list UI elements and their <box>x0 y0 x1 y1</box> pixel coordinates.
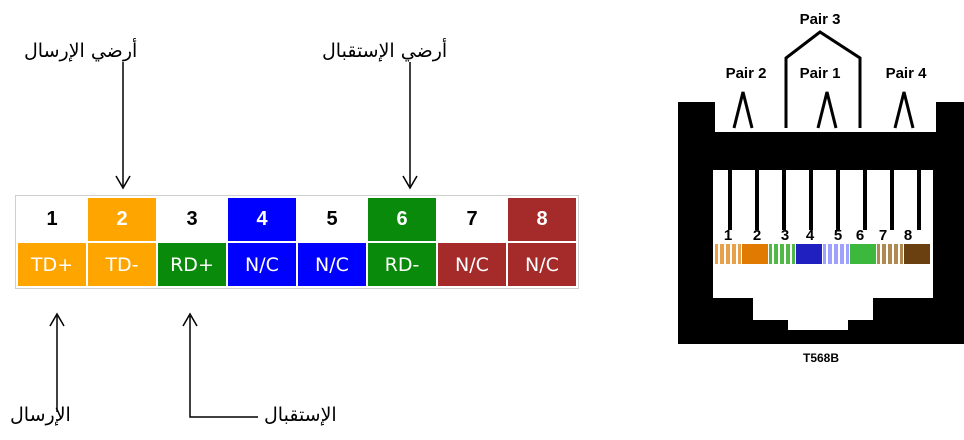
pin-signal-row: TD+ TD- RD+ N/C N/C RD- N/C N/C <box>18 243 576 286</box>
connector-lower-slot <box>788 316 848 330</box>
rj45-connector: Pair 3 Pair 2 Pair 1 Pair 4 1 2 <box>678 11 964 365</box>
pair-1-label: Pair 1 <box>800 65 841 82</box>
pin-number-cell: 2 <box>88 198 156 241</box>
pair-3-label: Pair 3 <box>800 11 841 28</box>
transmit-label: الإرسال <box>10 404 71 426</box>
pin-number-cell: 1 <box>18 198 86 241</box>
pair-2-label: Pair 2 <box>726 65 767 82</box>
connector-cavity <box>713 170 933 298</box>
wire-stripe <box>832 244 834 264</box>
connector-pin-number: 6 <box>856 227 864 244</box>
wire-stripe <box>826 244 828 264</box>
standard-label: T568B <box>803 351 839 365</box>
wire-stripe <box>736 244 738 264</box>
receive-ground-arrowhead <box>402 175 418 190</box>
receive-arrow <box>189 316 258 418</box>
connector-pin-number: 5 <box>834 227 842 244</box>
wire-stripe <box>886 244 888 264</box>
transmit-arrowhead <box>49 312 65 327</box>
receive-arrowhead <box>182 312 198 327</box>
pin-number-row: 1 2 3 4 5 6 7 8 <box>18 198 576 241</box>
arrows-layer <box>49 62 418 418</box>
wire-color-segment <box>769 244 795 264</box>
wiring-diagram: أرضي الإرسال أرضي الإستقبال الإرسال الإس… <box>10 40 579 426</box>
connector-pin-number: 8 <box>904 227 912 244</box>
wire-color-segment <box>877 244 903 264</box>
pin-signal-cell: N/C <box>438 243 506 286</box>
wire-color-segment <box>904 244 930 264</box>
pin-number-cell: 8 <box>508 198 576 241</box>
wire-stripe <box>772 244 774 264</box>
wire-color-segment <box>850 244 876 264</box>
pair-1-chevron <box>816 91 838 129</box>
wire-stripe <box>838 244 840 264</box>
pair-3-bracket <box>784 30 862 128</box>
wire-stripe <box>844 244 846 264</box>
rj45-connector-figure: Pair 3 Pair 2 Pair 1 Pair 4 1 2 <box>640 0 964 436</box>
connector-pin-number: 4 <box>806 227 815 244</box>
wire-color-segment <box>823 244 849 264</box>
wire-stripe <box>778 244 780 264</box>
transmit-ground-label: أرضي الإرسال <box>24 40 138 62</box>
pin-signal-cell: TD- <box>88 243 156 286</box>
pair-4-label: Pair 4 <box>886 65 928 82</box>
wire-stripe <box>880 244 882 264</box>
wire-strip <box>715 244 930 264</box>
pin-signal-cell: RD+ <box>158 243 226 286</box>
pin-number-cell: 3 <box>158 198 226 241</box>
transmit-ground-arrowhead <box>115 175 131 190</box>
pin-signal-cell: RD- <box>368 243 436 286</box>
receive-ground-label: أرضي الإستقبال <box>322 40 448 62</box>
pair-2-chevron <box>732 91 754 129</box>
wire-color-segment <box>715 244 741 264</box>
wire-stripe <box>892 244 894 264</box>
wire-stripe <box>790 244 792 264</box>
pin-table: 1 2 3 4 5 6 7 8 TD+ TD- RD+ N/C N/C RD- … <box>15 195 579 289</box>
pin-signal-cell: N/C <box>508 243 576 286</box>
pin-signal-cell: N/C <box>298 243 366 286</box>
connector-pin-number: 7 <box>879 227 887 244</box>
connector-pin-number: 1 <box>724 227 732 244</box>
wire-stripe <box>898 244 900 264</box>
pair-4-chevron <box>893 91 915 129</box>
wire-stripe <box>784 244 786 264</box>
wire-color-segment <box>796 244 822 264</box>
wire-stripe <box>730 244 732 264</box>
connector-pin-number: 3 <box>781 227 789 244</box>
pin-signal-cell: TD+ <box>18 243 86 286</box>
pin-number-cell: 5 <box>298 198 366 241</box>
pin-signal-cell: N/C <box>228 243 296 286</box>
wire-stripe <box>724 244 726 264</box>
wire-color-segment <box>742 244 768 264</box>
connector-pin-number: 2 <box>753 227 761 244</box>
receive-label: الإستقبال <box>264 404 337 426</box>
connector-latch-slot <box>753 286 873 320</box>
pin-number-cell: 7 <box>438 198 506 241</box>
wire-stripe <box>718 244 720 264</box>
pin-number-cell: 4 <box>228 198 296 241</box>
pin-number-cell: 6 <box>368 198 436 241</box>
